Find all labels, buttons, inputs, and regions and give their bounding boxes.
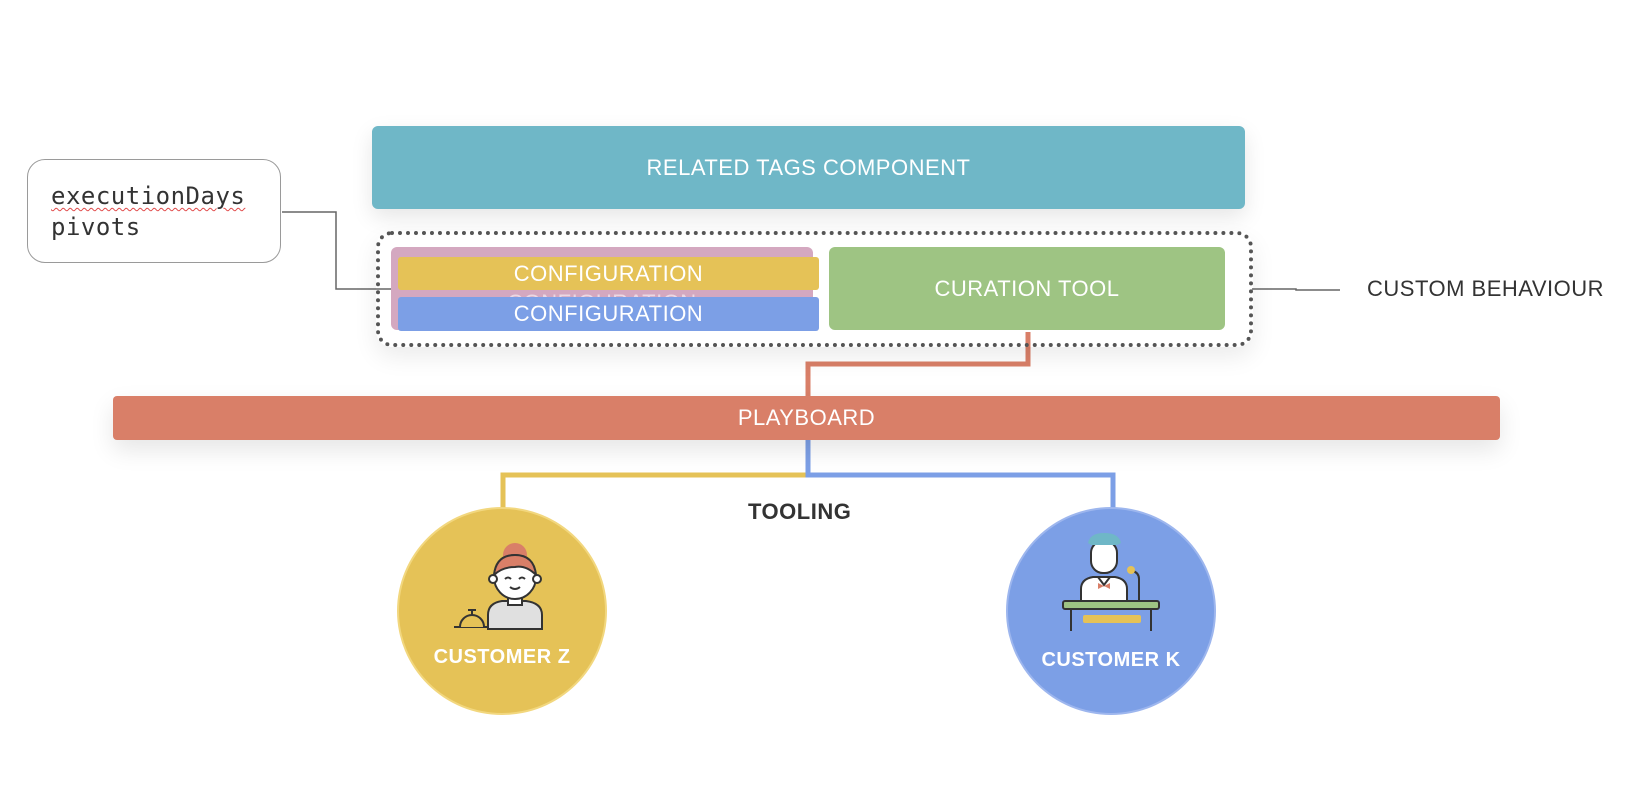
note-box: executionDays pivots: [27, 159, 281, 263]
note-line-execution-days: executionDays: [51, 182, 246, 210]
custom-behaviour-group: [376, 231, 1253, 347]
related-tags-component-box: RELATED TAGS COMPONENT: [372, 126, 1245, 209]
tooling-label: TOOLING: [748, 499, 852, 524]
playboard-label: PLAYBOARD: [737, 405, 876, 430]
customer-z-label: CUSTOMER Z: [433, 646, 571, 668]
receptionist-icon: [454, 543, 543, 630]
customer-k-node: CUSTOMER K: [1006, 507, 1216, 715]
customer-k-label: CUSTOMER K: [1041, 649, 1181, 671]
note-line-pivots: pivots: [51, 213, 141, 241]
related-tags-component-label: RELATED TAGS COMPONENT: [646, 154, 971, 180]
configuration-box-top: CONFIGURATION: [398, 257, 819, 290]
customer-z-node: CUSTOMER Z: [397, 507, 607, 715]
configuration-bottom-label: CONFIGURATION: [513, 301, 704, 326]
configuration-box-bottom: CONFIGURATION: [398, 297, 819, 331]
speaker-at-podium-icon: [1062, 533, 1160, 631]
custom-behaviour-label: CUSTOM BEHAVIOUR: [1367, 276, 1604, 301]
configuration-top-label: CONFIGURATION: [513, 260, 704, 286]
curation-tool-box: CURATION TOOL: [829, 247, 1225, 330]
playboard-bar: PLAYBOARD: [113, 396, 1500, 440]
curation-tool-label: CURATION TOOL: [934, 275, 1120, 301]
